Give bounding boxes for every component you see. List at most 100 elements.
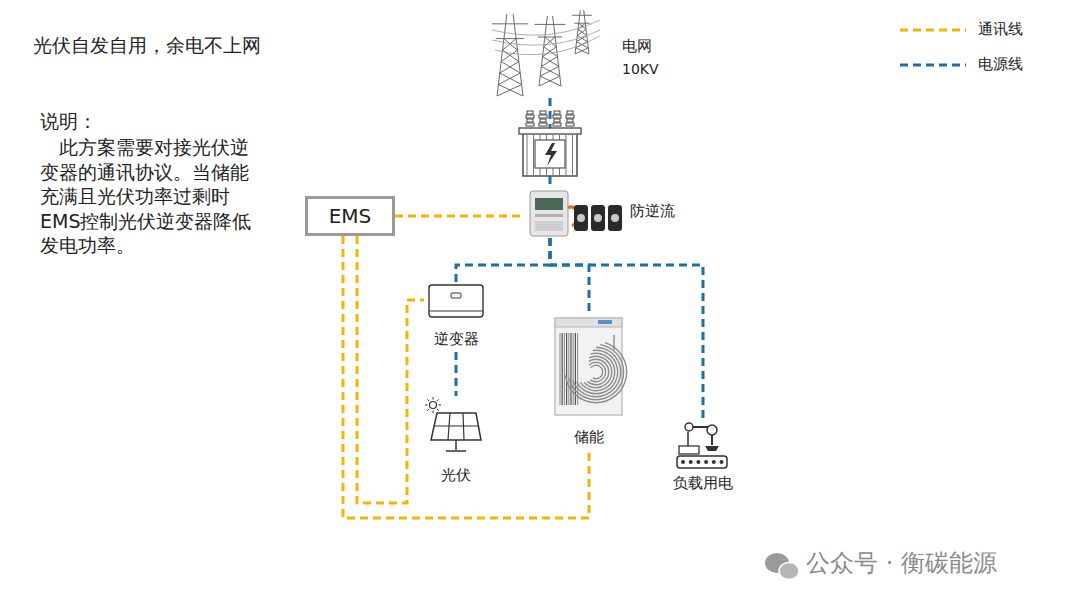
- pv-grid: [463, 413, 464, 440]
- node-label: 储能: [553, 428, 625, 446]
- sun-ray: [427, 399, 429, 401]
- bushing-disc: [566, 123, 574, 126]
- tower-strut: [578, 29, 587, 35]
- robot-arm: [687, 432, 689, 446]
- note-heading: 说明：: [40, 110, 97, 133]
- tower-strut: [544, 37, 555, 47]
- transformer-fin: [527, 135, 528, 175]
- spiral-arc: [565, 342, 628, 403]
- spiral-arc: [587, 359, 609, 386]
- tower-strut: [553, 16, 561, 86]
- transformer-fin: [566, 135, 567, 175]
- cabinet-handle: [613, 335, 614, 350]
- inverter-line: [429, 311, 483, 312]
- vent-stripe: [570, 333, 571, 405]
- bushing-disc: [554, 111, 560, 114]
- spiral-arc: [572, 347, 621, 398]
- node-label: 负载用电: [660, 474, 746, 492]
- transformer-body: [523, 132, 577, 176]
- node-label: 防逆流: [630, 202, 675, 220]
- bushing-disc: [540, 111, 546, 114]
- transformer-lid: [519, 128, 581, 134]
- tower-strut: [496, 38, 525, 39]
- load-icon: [677, 423, 727, 468]
- ct-hole: [594, 214, 602, 222]
- conveyor: [677, 456, 727, 468]
- robot-joint: [685, 423, 693, 431]
- tower-strut: [500, 73, 522, 84]
- robot-arm: [711, 435, 713, 445]
- roller: [712, 460, 716, 464]
- legend-line-sample: [900, 64, 966, 67]
- bushing-disc: [526, 123, 534, 126]
- tower-strut: [545, 37, 556, 47]
- bushing-disc: [553, 115, 561, 118]
- ct-hole: [611, 214, 619, 222]
- pv-grid: [434, 425, 478, 426]
- transformer-bushings: [526, 111, 574, 126]
- storage-node: 储能: [553, 316, 625, 452]
- meter-screen: [535, 198, 563, 210]
- load-node: 负载用电: [660, 418, 746, 494]
- cabinet-graphic: [565, 342, 628, 403]
- ct-clamp: [591, 205, 605, 231]
- storage-cabinet: [555, 318, 627, 415]
- inverter-icon: [429, 285, 483, 317]
- power-wire: [492, 30, 600, 45]
- ems-box: EMS: [305, 196, 395, 236]
- tower-strut: [544, 47, 558, 57]
- tower-strut: [535, 24, 566, 25]
- pv-grid: [448, 413, 450, 440]
- power-wire: [492, 20, 600, 35]
- spiral-arc: [580, 353, 615, 392]
- pv-node: 光伏: [424, 396, 488, 488]
- node-label: 10KV: [622, 61, 659, 78]
- transformer-fin: [572, 135, 573, 175]
- lightning-symbol: [545, 143, 557, 166]
- roller: [681, 460, 685, 464]
- spiral-arc: [590, 365, 603, 380]
- tower-strut: [539, 16, 547, 86]
- pv-stand: [446, 450, 466, 452]
- bushing-disc: [567, 111, 573, 114]
- bushing-disc: [526, 115, 534, 118]
- tower-strut: [492, 23, 528, 24]
- pv-stand: [455, 440, 457, 450]
- comm-line: [343, 236, 589, 518]
- meter-icon: [530, 191, 622, 236]
- tower-strut: [539, 76, 560, 86]
- sun-ray: [427, 409, 429, 411]
- tower-strut: [577, 29, 586, 35]
- pv-icon: [425, 397, 481, 451]
- inverter-display: [451, 293, 461, 298]
- sun-rays: [425, 397, 441, 413]
- tower-strut: [513, 14, 523, 96]
- sun-ray: [437, 409, 439, 411]
- meter-body: [530, 191, 568, 236]
- transformer-fins: [527, 135, 573, 175]
- meter-terminals: [535, 221, 563, 231]
- vent-stripe: [577, 333, 578, 405]
- node-label: 电网: [622, 37, 652, 55]
- power-line: [550, 238, 703, 418]
- roller: [696, 460, 700, 464]
- bushing-disc: [567, 119, 573, 122]
- transformer-icon: [519, 111, 581, 176]
- tower-strut: [501, 62, 520, 73]
- ct-clamp: [608, 205, 622, 231]
- legend-line-sample: [900, 29, 966, 32]
- tower-strut: [543, 57, 559, 67]
- note-text: 此方案需要对接光伏逆 变器的通讯协议。当储能 充满且光伏功率过剩时 EMS控制光…: [40, 135, 280, 258]
- sun-ray: [433, 411, 434, 414]
- robot-joint: [707, 425, 717, 435]
- bushing-disc: [554, 119, 560, 122]
- watermark: 公众号 · 衡碳能源: [806, 549, 997, 578]
- diagram-title: 光伏自发自用，余电不上网: [33, 33, 261, 59]
- tower-strut: [541, 66, 559, 76]
- spiral-arc: [568, 344, 624, 400]
- vent-stripe: [573, 333, 574, 405]
- bushing-disc: [539, 123, 547, 126]
- power-towers: [492, 10, 600, 96]
